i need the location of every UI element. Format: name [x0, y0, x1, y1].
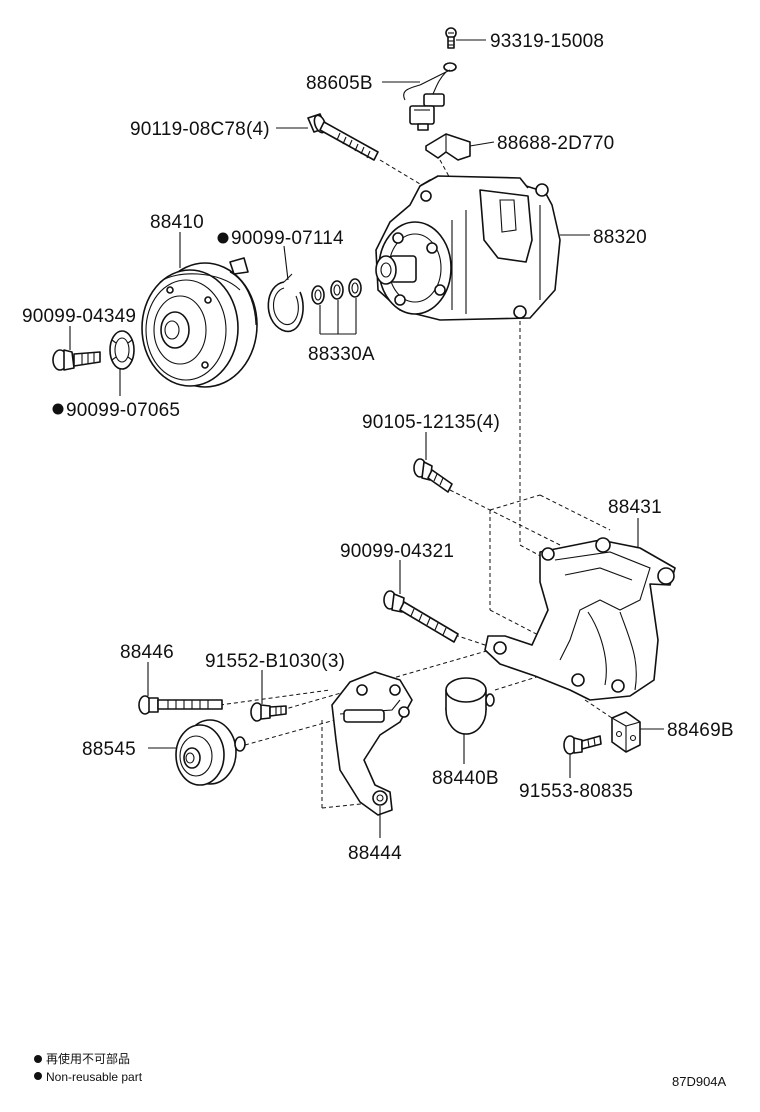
- bolt-88446: [138, 695, 223, 715]
- bolt-90105: [413, 458, 453, 493]
- legend-dot-english: [34, 1072, 42, 1080]
- snap-ring-90099-07114: [267, 273, 304, 333]
- label-88440b[interactable]: 88440B: [432, 768, 499, 789]
- legend-japanese-text: 再使用不可部品: [46, 1051, 130, 1066]
- label-88410[interactable]: 88410: [150, 212, 204, 233]
- label-90099-07114[interactable]: 90099-07114: [231, 228, 344, 249]
- label-88605b[interactable]: 88605B: [306, 73, 373, 94]
- screw-93319: [445, 27, 457, 49]
- label-88446[interactable]: 88446: [120, 642, 174, 663]
- assembly-lines: [219, 159, 613, 809]
- non-reusable-dot-07114: [217, 232, 229, 244]
- label-88330a[interactable]: 88330A: [308, 344, 375, 365]
- harness-88605: [403, 62, 457, 131]
- legend: 再使用不可部品 Non-reusable part: [34, 1051, 143, 1084]
- label-90105-12135[interactable]: 90105-12135(4): [362, 412, 500, 433]
- legend-english-text: Non-reusable part: [46, 1070, 143, 1084]
- compressor-teeth: [392, 232, 446, 306]
- block-88469: [611, 711, 641, 753]
- bolt-91553: [563, 735, 602, 755]
- bolt-90099-04349: [52, 349, 101, 371]
- bolt-90119: [307, 113, 379, 161]
- label-88545[interactable]: 88545: [82, 739, 136, 760]
- washer-90099-07065: [109, 330, 135, 370]
- label-90099-04321[interactable]: 90099-04321: [340, 541, 454, 562]
- label-90099-07065[interactable]: 90099-07065: [66, 400, 180, 421]
- leader-lines: [69, 39, 664, 838]
- clip-88688: [425, 133, 471, 161]
- shims-88330: [311, 278, 362, 305]
- pulley-88545: [175, 719, 246, 786]
- label-93319-15008[interactable]: 93319-15008: [490, 31, 604, 52]
- label-88469b[interactable]: 88469B: [667, 720, 734, 741]
- non-reusable-dot-07065: [52, 403, 64, 415]
- bracket-88444: [331, 671, 413, 816]
- bolt-91552: [250, 702, 287, 722]
- compressor-88320: [375, 175, 561, 321]
- part-labels: 93319-15008 88605B 90119-08C78(4) 88688-…: [22, 31, 734, 864]
- clutch-88410: [141, 257, 258, 388]
- idler-88440: [445, 677, 495, 735]
- label-88444[interactable]: 88444: [348, 843, 402, 864]
- label-90099-04349[interactable]: 90099-04349: [22, 306, 136, 327]
- bracket-88431: [484, 537, 676, 701]
- diagram-code: 87D904A: [672, 1074, 727, 1089]
- label-88688-2d770[interactable]: 88688-2D770: [497, 133, 614, 154]
- label-90119-08c78[interactable]: 90119-08C78(4): [130, 119, 270, 140]
- legend-dot-japanese: [34, 1055, 42, 1063]
- label-91552-b1030[interactable]: 91552-B1030(3): [205, 651, 345, 672]
- label-88320[interactable]: 88320: [593, 227, 647, 248]
- label-88431[interactable]: 88431: [608, 497, 662, 518]
- bolt-90099-04321: [383, 590, 459, 643]
- label-91553-80835[interactable]: 91553-80835: [519, 781, 633, 802]
